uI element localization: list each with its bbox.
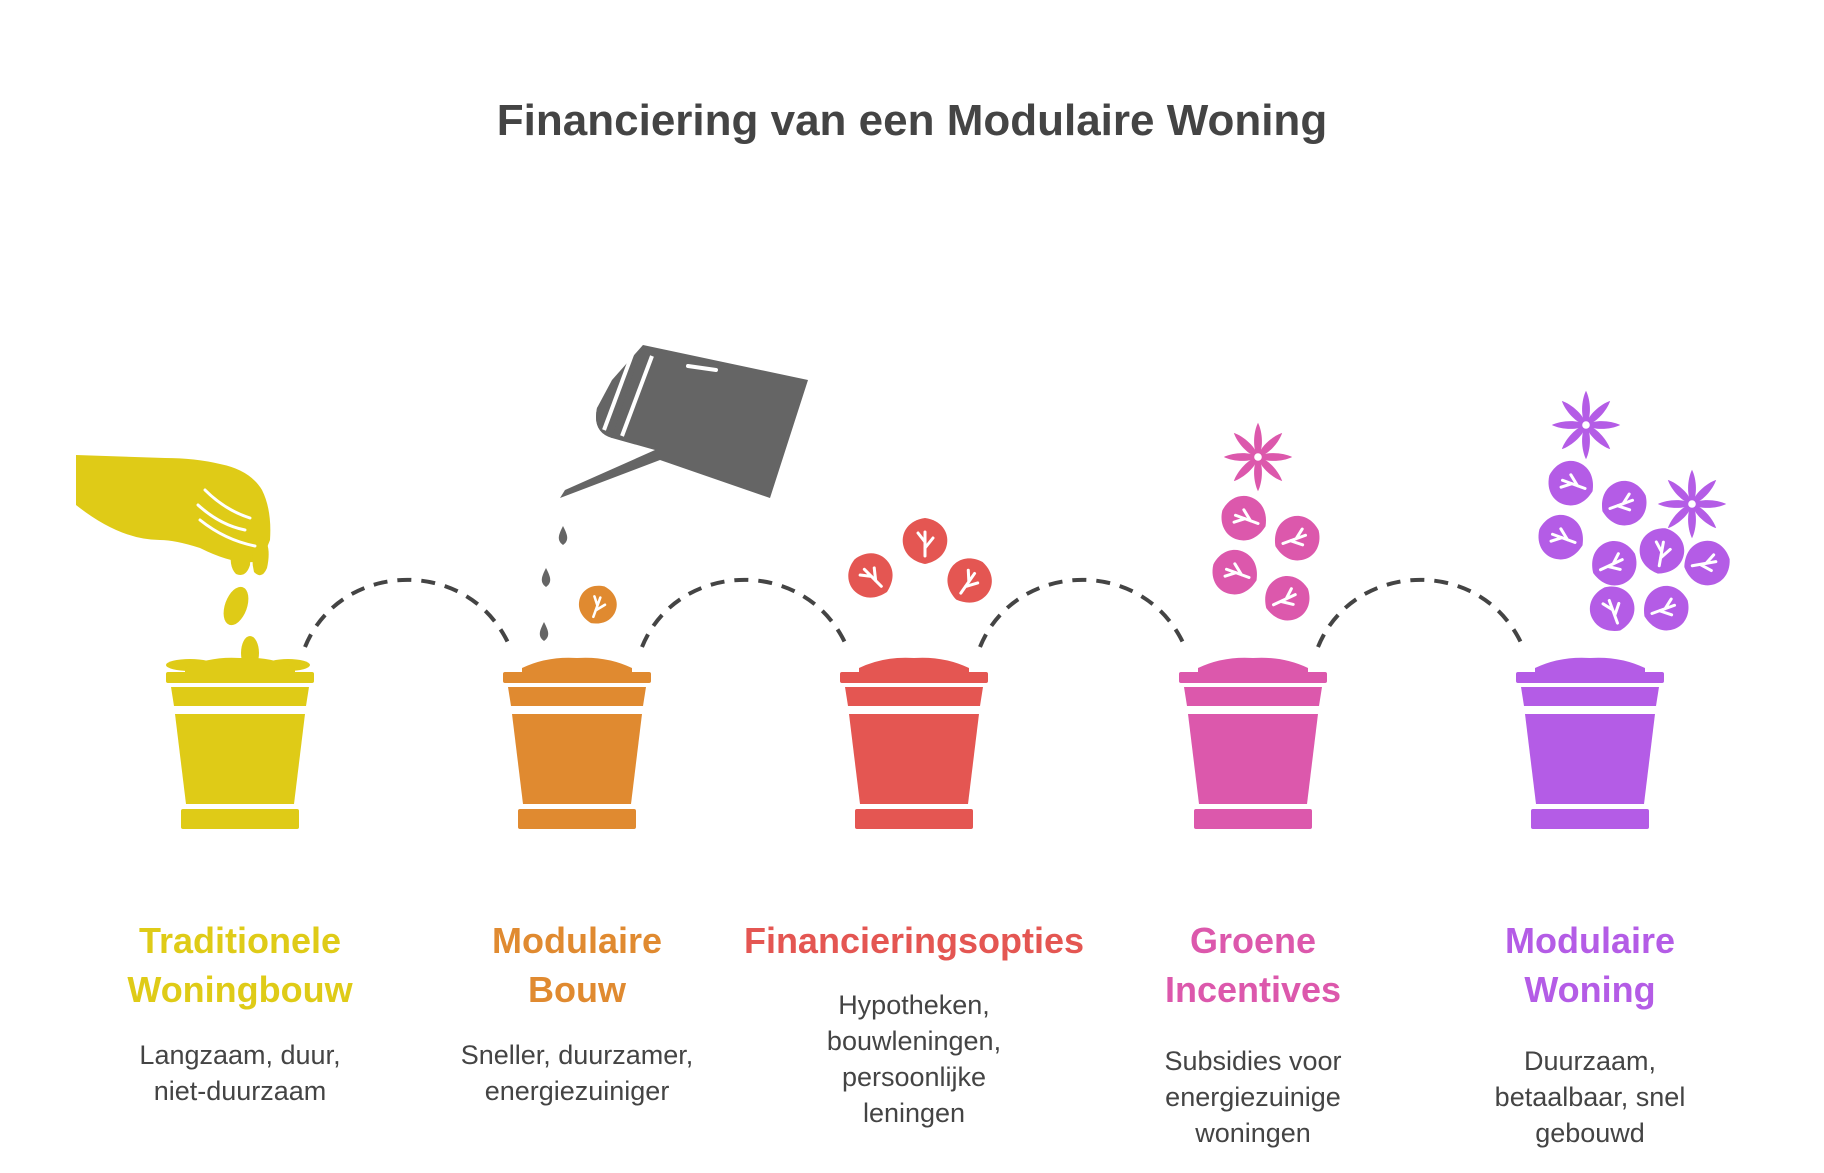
pot-icon-4: [1179, 657, 1327, 829]
connector-4: [1316, 577, 1525, 648]
leaves-stage-3: [839, 518, 1001, 612]
water-drops: [539, 526, 568, 641]
stage-1-description: Langzaam, duur, niet-duurzaam: [139, 1040, 341, 1106]
hand-detail: [196, 488, 257, 548]
stage-5-title: Modulaire Woning: [1504, 920, 1675, 1010]
seed-icon: [166, 586, 310, 671]
flower-icon-5a: [1552, 391, 1620, 459]
pot-icon-5: [1516, 657, 1664, 829]
connector-3: [978, 577, 1187, 648]
watering-can-icon: [560, 345, 808, 498]
leaves-stage-5: [1532, 455, 1734, 639]
leaves-stage-4: [1206, 490, 1327, 629]
stage-3-title: Financieringsopties: [743, 920, 1085, 961]
stage-3-description: Hypotheken, bouwleningen, persoonlijke l…: [826, 990, 1002, 1128]
connector-2: [640, 577, 849, 648]
connector-1: [303, 577, 512, 648]
stage-4-description: Subsidies voor energiezuinige woningen: [1164, 1046, 1342, 1148]
stage-1-title: Traditionele Woningbouw: [127, 920, 353, 1010]
diagram-title: Financiering van een Modulaire Woning: [496, 96, 1328, 145]
pot-icon-2: [503, 657, 651, 829]
stage-4-title: Groene Incentives: [1164, 920, 1342, 1010]
leaf-icon: [573, 580, 622, 630]
stage-2-description: Sneller, duurzamer, energiezuiniger: [460, 1040, 694, 1106]
pot-icon-1: [166, 657, 314, 829]
stage-2-title: Modulaire Bouw: [491, 920, 662, 1010]
flower-icon-5b: [1658, 470, 1726, 538]
flower-icon-4: [1224, 423, 1292, 491]
pot-icon-3: [840, 657, 988, 829]
stage-5-description: Duurzaam, betaalbaar, snel gebouwd: [1494, 1046, 1686, 1148]
